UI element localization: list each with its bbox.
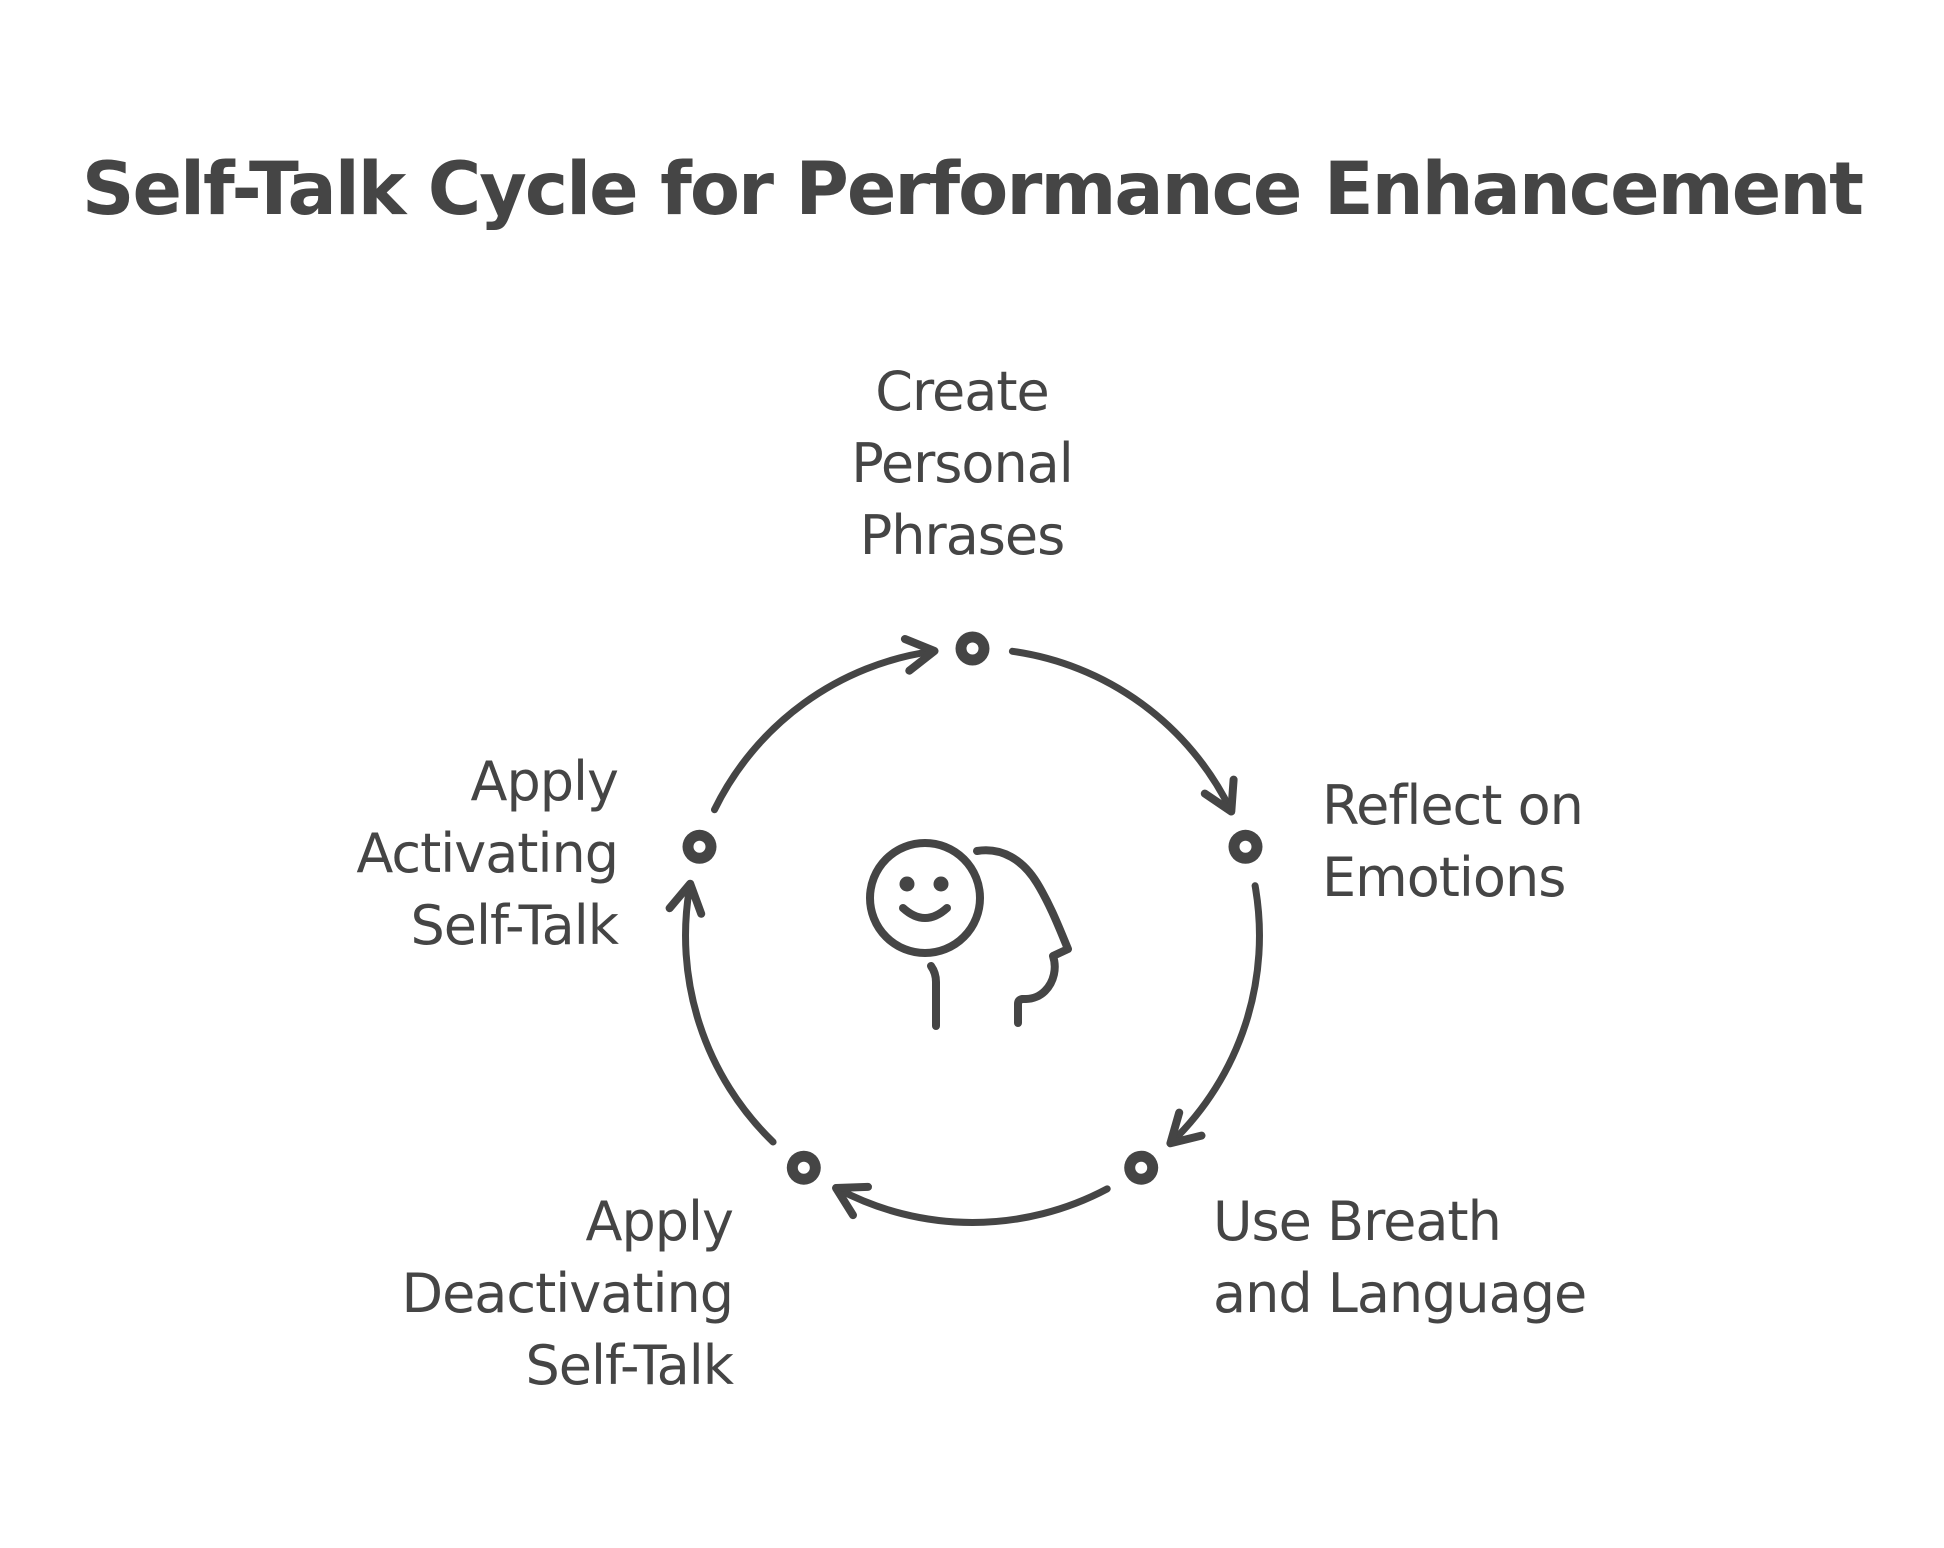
cycle-generated-group: [665, 631, 1263, 1226]
node-dot-hole-bottom-left: [797, 1161, 810, 1174]
step-label-apply-activating-self-talk: Apply Activating Self-Talk: [356, 750, 619, 957]
smiley-left-eye-dot: [899, 876, 915, 892]
node-dot-hole-top: [966, 642, 979, 655]
arrowhead-icon: [1166, 1108, 1206, 1148]
node-dot-hole-left: [693, 840, 706, 853]
cycle-arc-bottom-left: [682, 882, 777, 1146]
arrowhead-icon: [665, 879, 706, 918]
smiley-right-eye-dot: [933, 876, 949, 892]
step-label-create-personal-phrases: Create Personal Phrases: [851, 360, 1074, 567]
node-dot-hole-bottom-right: [1135, 1161, 1148, 1174]
cycle-arc-left: [711, 647, 937, 814]
smiley-face-icon: [866, 839, 984, 957]
step-label-apply-deactivating-self-talk: Apply Deactivating Self-Talk: [401, 1190, 734, 1397]
diagram-title: Self-Talk Cycle for Performance Enhancem…: [81, 147, 1864, 232]
head-profile-icon: [973, 846, 1072, 1027]
cycle-arc-bottom-right: [834, 1185, 1111, 1226]
step-label-reflect-on-emotions: Reflect on Emotions: [1322, 774, 1584, 909]
arrowhead-icon: [832, 1182, 872, 1220]
cycle-arc-top: [1008, 647, 1234, 814]
center-head-icon: [866, 839, 1072, 1030]
arrowhead-icon: [900, 635, 939, 675]
arrowhead-icon: [1200, 775, 1238, 816]
smiley-stick-icon: [927, 962, 940, 1030]
node-dot-hole-right: [1239, 840, 1252, 853]
smiley-smile-icon: [899, 904, 951, 922]
cycle-arc-right: [1168, 882, 1263, 1146]
step-label-use-breath-and-language: Use Breath and Language: [1213, 1190, 1587, 1325]
